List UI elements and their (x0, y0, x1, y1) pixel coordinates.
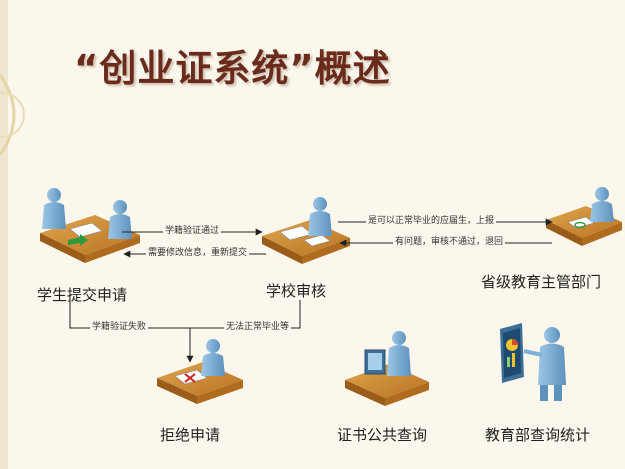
node-label-reject: 拒绝申请 (160, 426, 221, 444)
edge-label-cannot-graduate: 无法正常毕业等 (224, 321, 292, 333)
school-review-icon (262, 197, 350, 264)
edge-label-return: 有问题，审核不通过，退回 (393, 236, 506, 248)
decorative-border (0, 0, 25, 469)
node-label-province-dept: 省级教育主管部门 (481, 273, 602, 291)
node-label-public-query: 证书公共查询 (337, 426, 428, 444)
edge-label-revise: 需要修改信息，重新提交 (146, 247, 250, 259)
ministry-stats-icon (500, 323, 566, 401)
edge-label-enrollment-fail: 学籍验证失败 (90, 321, 149, 333)
province-dept-icon (546, 187, 622, 246)
reject-icon (157, 339, 243, 404)
node-label-ministry-stats: 教育部查询统计 (485, 426, 591, 444)
public-query-icon (345, 331, 429, 406)
node-label-school-review: 学校审核 (266, 282, 327, 300)
student-apply-icon (40, 188, 140, 263)
node-label-student-apply: 学生提交申请 (37, 286, 128, 304)
edge-label-enrollment-ok: 学籍验证通过 (163, 225, 222, 237)
page-title: “创业证系统”概述 (74, 47, 391, 90)
edge-label-report: 是可以正常毕业的应届生，上报 (366, 215, 497, 227)
